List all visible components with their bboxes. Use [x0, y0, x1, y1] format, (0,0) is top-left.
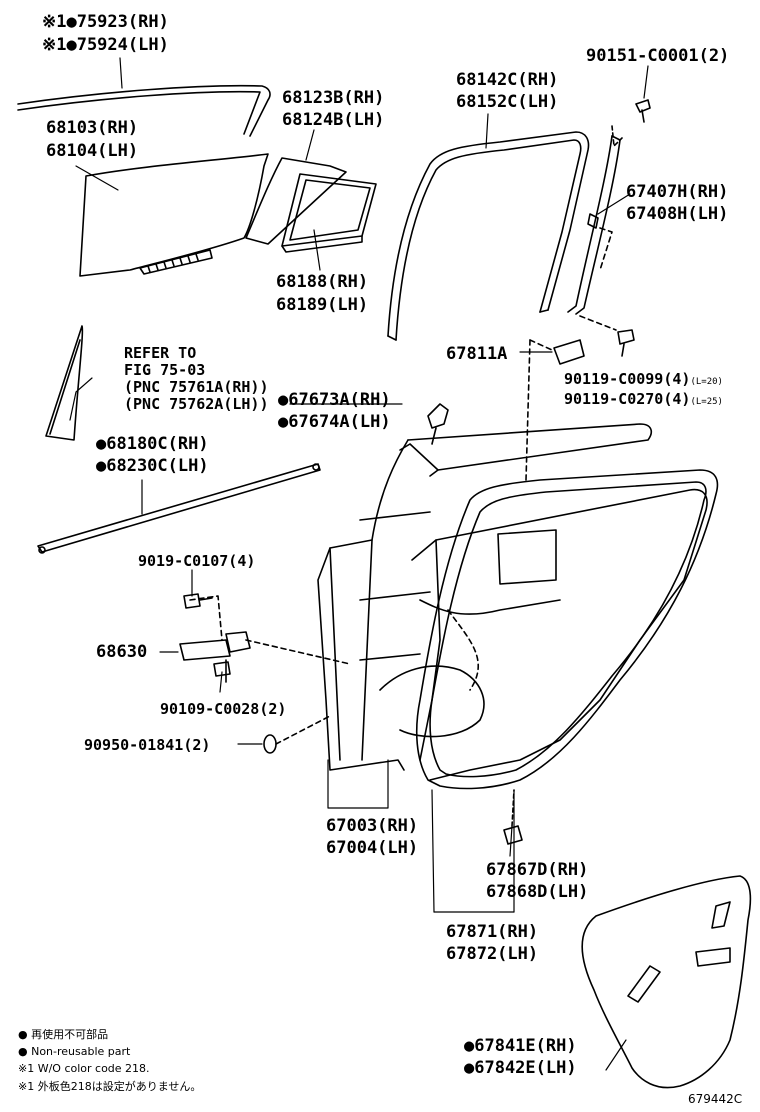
label-68152c: 68152C(LH) — [456, 92, 559, 112]
label-68142c: 68142C(RH) — [456, 70, 559, 90]
refer-line-4: (PNC 75762A(LH)) — [124, 395, 269, 413]
plug-90950-part — [263, 715, 331, 754]
screw-90119-part — [617, 329, 635, 357]
refer-line-2: FIG 75-03 — [124, 361, 206, 379]
division-bar-part — [567, 125, 623, 331]
label-67868d: 67868D(LH) — [486, 882, 589, 902]
refer-line-1: REFER TO — [124, 344, 197, 362]
note-nonreusable-jp: ● 再使用不可部品 — [18, 1028, 109, 1041]
label-68230c: ●68230C(LH) — [96, 456, 209, 476]
label-67871: 67871(RH) — [446, 922, 539, 942]
label-90950: 90950-01841(2) — [84, 736, 211, 754]
refer-line-3: (PNC 75761A(RH)) — [124, 378, 269, 396]
label-67872: 67872(LH) — [446, 944, 539, 964]
label-68630: 68630 — [96, 642, 148, 662]
clip-67673a-part — [427, 403, 449, 445]
door-frame-weatherstrip-part — [387, 131, 590, 341]
label-68123b: 68123B(RH) — [282, 88, 385, 108]
label-9019: 9019-C0107(4) — [138, 552, 256, 570]
label-68189: 68189(LH) — [276, 295, 369, 315]
label-67674a: ●67674A(LH) — [278, 412, 391, 432]
label-68104: 68104(LH) — [46, 141, 139, 161]
label-67003: 67003(RH) — [326, 816, 419, 836]
lower-moulding-part — [37, 463, 321, 554]
bolt-90109-part — [213, 661, 231, 677]
quarter-channel-part — [281, 173, 377, 253]
note-nonreusable-en: ● Non-reusable part — [18, 1045, 131, 1058]
rear-quarter-glass-reference — [45, 325, 84, 441]
service-hole-cover-part — [581, 875, 752, 1089]
belt-moulding-part — [17, 84, 271, 137]
label-67867d: 67867D(RH) — [486, 860, 589, 880]
label-90109: 90109-C0028(2) — [160, 700, 287, 718]
label-68180c: ●68180C(RH) — [96, 434, 209, 454]
label-67811a: 67811A — [446, 344, 508, 364]
clip-90151-part — [635, 99, 651, 123]
door-weatherstrip-part — [415, 469, 719, 790]
label-68188: 68188(RH) — [276, 272, 369, 292]
label-75924: ※1●75924(LH) — [42, 35, 169, 55]
leader-lines — [69, 57, 649, 1071]
label-90151: 90151-C0001(2) — [586, 46, 730, 66]
clip-67867d-part — [503, 789, 523, 845]
label-67407h: 67407H(RH) — [626, 182, 729, 202]
label-90119-c0099: 90119-C0099(4)(L=20) — [564, 370, 723, 388]
label-75923: ※1●75923(RH) — [42, 12, 169, 32]
quarter-glass-part — [245, 157, 347, 245]
note-color-code-en: ※1 W/O color code 218. — [18, 1062, 150, 1075]
label-67004: 67004(LH) — [326, 838, 419, 858]
label-90119-c0270: 90119-C0270(4)(L=25) — [564, 390, 723, 408]
figure-code: 679442C — [688, 1092, 743, 1106]
label-68103: 68103(RH) — [46, 118, 139, 138]
label-67842e: ●67842E(LH) — [464, 1058, 577, 1078]
door-glass-part — [79, 153, 269, 277]
note-color-code-jp: ※1 外板色218は設定がありません。 — [18, 1080, 202, 1093]
label-67408h: 67408H(LH) — [626, 204, 729, 224]
label-67673a: ●67673A(RH) — [278, 390, 391, 410]
door-panel-part — [317, 423, 708, 781]
label-68124b: 68124B(LH) — [282, 110, 385, 130]
bolt-9019-part — [183, 593, 213, 609]
label-67841e: ●67841E(RH) — [464, 1036, 577, 1056]
